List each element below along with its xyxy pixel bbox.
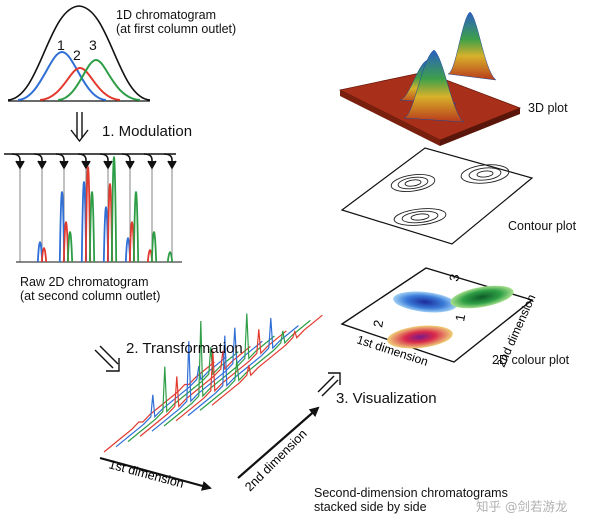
surface-peak-right	[447, 11, 497, 81]
peak-2-label: 2	[73, 47, 81, 63]
surface-peak-front	[403, 49, 465, 123]
colour-plot-peak-2: 2	[370, 319, 386, 329]
colour-plot-peak-3: 3	[446, 273, 462, 283]
raw-peak	[110, 156, 118, 263]
blob-peak-2	[387, 325, 453, 349]
step-modulation-label: 1. Modulation	[102, 123, 193, 140]
raw-peak	[40, 247, 48, 263]
watermark: 知乎 @剑若游龙	[476, 499, 568, 514]
stacked-chromatogram-trace	[103, 361, 215, 453]
contour-plot-label: Contour plot	[508, 219, 577, 233]
chrom-1d-title-line2: (at first column outlet)	[116, 22, 237, 36]
modulation-hook	[99, 153, 109, 166]
modulation-hook	[143, 153, 153, 166]
raw-peak	[88, 191, 96, 263]
peak-3-curve	[57, 58, 141, 101]
stacked-chromatogram-trace	[127, 347, 239, 443]
stacked-chromatogram-trace	[199, 319, 311, 411]
stacked-chromatogram-trace	[163, 313, 275, 427]
raw-peak	[84, 166, 92, 263]
stacked-chromatogram-trace	[115, 356, 227, 448]
raw-peak	[166, 251, 174, 263]
modulation-arrow	[70, 112, 89, 143]
blob-peak-3	[450, 285, 514, 309]
stacked-second-dimension-label: 2nd dimension	[242, 427, 309, 494]
envelope-peak	[7, 5, 151, 101]
chromatogram-1d	[7, 5, 151, 102]
modulation-hook	[33, 153, 43, 166]
stacked-title-line2: stacked side by side	[314, 500, 427, 514]
second-dimension-axis	[237, 406, 320, 479]
raw-2d-chromatogram	[16, 156, 182, 263]
stacked-first-dimension-label: 1st dimension	[107, 457, 185, 490]
stacked-chromatogram-trace	[151, 327, 263, 432]
blob-peak-1	[393, 291, 457, 313]
plot-3d	[338, 11, 522, 146]
stacked-chromatogram-trace	[211, 314, 323, 406]
modulation-hook	[163, 153, 173, 166]
stacked-chromatogram-trace	[187, 318, 299, 417]
stacked-chromatogram-trace	[139, 345, 251, 437]
visualization-arrow	[317, 372, 341, 397]
raw-peak	[58, 191, 66, 263]
transformation-arrow	[94, 345, 120, 372]
plot-3d-label: 3D plot	[528, 101, 568, 115]
step-transformation-label: 2. Transformation	[126, 340, 243, 357]
modulation-hook	[77, 153, 87, 166]
raw-2d-title-line2: (at second column outlet)	[20, 289, 161, 303]
step-visualization-label: 3. Visualization	[336, 390, 437, 407]
stacked-chromatograms	[103, 313, 323, 453]
modulation-hook	[121, 153, 131, 166]
peak-1-curve	[17, 50, 107, 101]
modulation-hook	[11, 153, 21, 166]
raw-peak	[150, 231, 158, 263]
stacked-title-line1: Second-dimension chromatograms	[314, 486, 508, 500]
contour-plot	[340, 147, 534, 245]
raw-peak	[66, 231, 74, 263]
first-dimension-axis	[99, 456, 212, 491]
chrom-1d-title-line1: 1D chromatogram	[116, 8, 217, 22]
modulation-hook	[55, 153, 65, 166]
raw-peak	[132, 191, 140, 263]
raw-2d-title-line1: Raw 2D chromatogram	[20, 275, 149, 289]
peak-2-curve	[39, 66, 121, 101]
stacked-chromatogram-trace	[175, 329, 287, 422]
colour-plot-peak-1: 1	[452, 313, 468, 323]
peak-3-label: 3	[89, 37, 97, 53]
colour-plot-2d-label: 2D colour plot	[492, 353, 570, 367]
peak-1-label: 1	[57, 37, 65, 53]
